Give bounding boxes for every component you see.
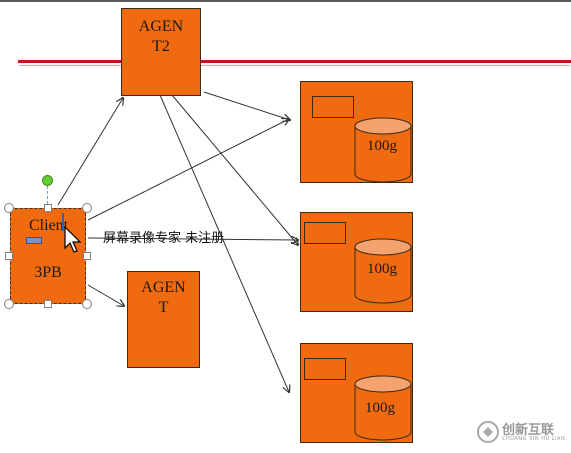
server-box-1[interactable]: 100g [300,81,413,183]
arrow-agent2-to-server2 [171,94,298,245]
server-3-slot [304,358,346,380]
mouse-pointer-icon [64,226,82,253]
server-box-2[interactable]: 100g [300,212,413,312]
resize-handle-bottom-right[interactable] [82,299,92,309]
server-2-slot [304,222,346,244]
arrow-client-to-server1 [87,119,289,221]
resize-handle-bottom[interactable] [44,300,52,308]
rotation-handle[interactable] [42,175,53,186]
agent-label: AGEN T [141,279,186,316]
disk-label-2: 100g [367,261,397,277]
rotation-handle-stem [47,186,48,204]
brand-subtitle: CHUANG XIN HU LIAN [502,436,566,442]
brand-watermark: 创新互联 CHUANG XIN HU LIAN [474,414,571,450]
disk-label-1: 100g [367,138,397,154]
red-divider-line [18,60,571,63]
client-box[interactable]: Client 3PB [10,208,86,304]
server-box-3[interactable]: 100g [300,343,413,443]
resize-handle-bottom-left[interactable] [4,299,14,309]
arrow-client-to-server2 [87,238,298,240]
client-label: Client [29,217,69,234]
recorder-overlay-text: 屏幕录像专家 未注册 [103,231,225,246]
arrow-agent2-to-server3 [159,94,289,392]
text-ibeam-cursor [62,213,64,231]
arrow-client-to-agent2 [57,98,123,206]
agent2-label: AGEN T2 [138,18,184,55]
brand-logo-icon [477,421,499,443]
disk-label-3: 100g [365,400,395,416]
resize-handle-left[interactable] [5,252,13,260]
resize-handle-top[interactable] [44,204,52,212]
arrow-client-to-agent [87,284,124,306]
resize-handle-top-right[interactable] [82,203,92,213]
resize-handle-right[interactable] [83,252,91,260]
arrow-agent2-to-server1 [203,91,290,120]
top-border [0,0,571,2]
disk-icon [354,375,412,441]
disk-icon [354,117,412,183]
client-text-cursor [26,237,42,244]
disk-icon [354,238,412,304]
resize-handle-top-left[interactable] [4,203,14,213]
client-sub-label: 3PB [34,264,62,281]
brand-name: 创新互联 [502,423,555,438]
server-1-slot [312,96,354,118]
agent2-box[interactable]: AGEN T2 [121,8,201,96]
agent-box[interactable]: AGEN T [127,271,200,368]
